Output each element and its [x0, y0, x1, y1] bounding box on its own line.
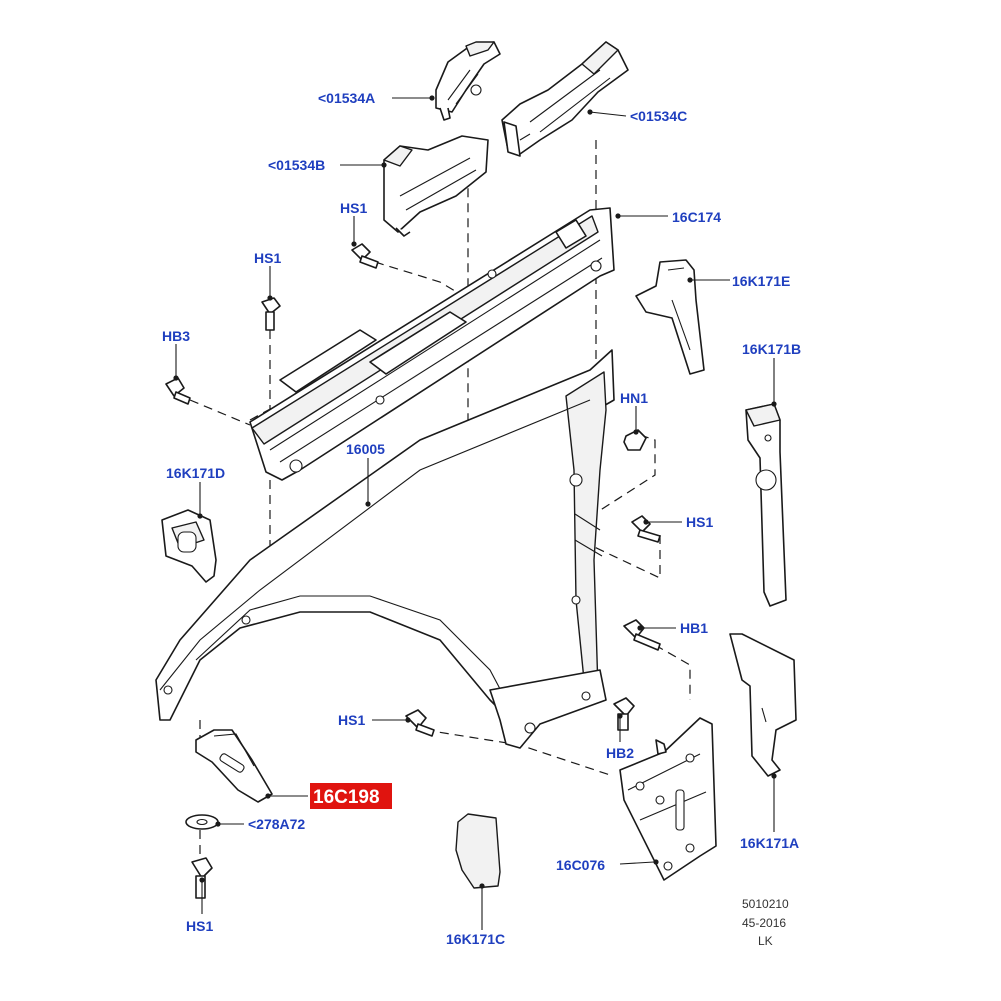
fasteners	[165, 243, 661, 899]
highlight-box-16c198	[310, 783, 392, 809]
label-16c198: 16C198	[313, 787, 380, 808]
label-16k171a: 16K171A	[740, 835, 799, 851]
label-hn1: HN1	[620, 390, 648, 406]
label-hs1-right: HS1	[686, 514, 713, 530]
reference-line-2: 45-2016	[742, 916, 786, 930]
reference-line-1: 5010210	[742, 897, 789, 911]
label-16k171b: 16K171B	[742, 341, 801, 357]
reference-code: 5010210 45-2016 LK	[742, 897, 789, 948]
fastener-hs1-bottom	[191, 857, 213, 899]
label-hs1-mid: HS1	[338, 712, 365, 728]
callout-labels: <01534A <01534C <01534B HS1 16C174 HS1 1…	[162, 90, 801, 947]
label-16c174: 16C174	[672, 209, 721, 225]
label-16005: 16005	[346, 441, 385, 457]
part-01534a	[435, 41, 501, 121]
part-16k171e	[635, 259, 705, 375]
label-16k171e: 16K171E	[732, 273, 790, 289]
label-16c076: 16C076	[556, 857, 605, 873]
part-16k171b	[745, 403, 787, 607]
label-hs1-upper: HS1	[254, 250, 281, 266]
fastener-hs1-top	[351, 243, 379, 269]
label-01534b: <01534B	[268, 157, 325, 173]
label-01534a: <01534A	[318, 90, 375, 106]
part-01534b	[383, 135, 489, 237]
part-16005	[155, 349, 615, 749]
fastener-hb2	[613, 697, 635, 731]
part-16k171a	[729, 633, 797, 777]
part-01534c	[501, 41, 629, 157]
fastener-hn1	[623, 429, 647, 451]
fastener-hb3	[165, 377, 191, 405]
fastener-hs1-mid	[405, 709, 435, 737]
label-hb1: HB1	[680, 620, 708, 636]
label-16k171d: 16K171D	[166, 465, 225, 481]
part-16c076	[619, 717, 717, 881]
leader-lines	[173, 95, 777, 930]
part-16k171c	[455, 813, 501, 889]
fastener-278a72	[185, 814, 219, 830]
reference-line-3: LK	[758, 934, 773, 948]
label-hs1-top: HS1	[340, 200, 367, 216]
part-16c174	[249, 207, 615, 481]
part-16k171d	[161, 509, 217, 583]
label-hs1-bottom: HS1	[186, 918, 213, 934]
fastener-hb1	[623, 619, 661, 651]
label-hb2: HB2	[606, 745, 634, 761]
label-hb3: HB3	[162, 328, 190, 344]
label-278a72: <278A72	[248, 816, 305, 832]
label-01534c: <01534C	[630, 108, 687, 124]
fastener-hs1-upper	[261, 297, 281, 331]
label-16k171c: 16K171C	[446, 931, 505, 947]
part-16c198	[195, 729, 273, 803]
